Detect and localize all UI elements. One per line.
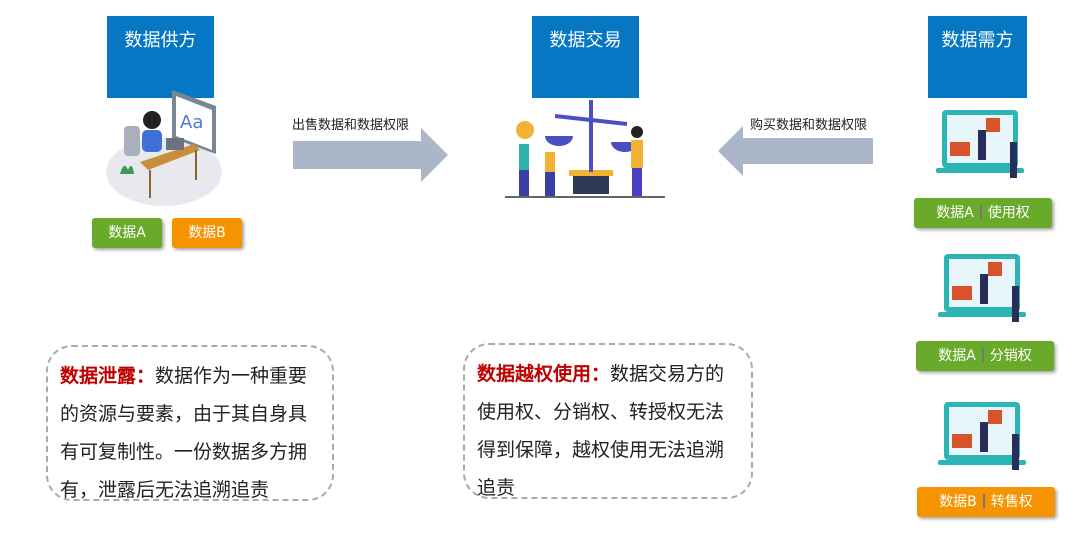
- badge-right: 使用权: [987, 205, 1030, 221]
- separator: [981, 348, 984, 362]
- buy-arrow-icon: [718, 126, 873, 176]
- badge-data: 数据A: [938, 348, 976, 364]
- demander-laptop-illustration-icon: [936, 110, 1024, 178]
- sell-label: 出售数据和数据权限: [292, 118, 410, 133]
- risk-unauthorized-use: 数据越权使用：数据交易方的使用权、分销权、转授权无法得到保障，越权使用无法追溯追…: [463, 343, 753, 499]
- demander-badge-3: 数据B 转售权: [917, 487, 1055, 517]
- supplier-illustration-icon: Aa: [106, 90, 222, 206]
- svg-text:Aa: Aa: [180, 112, 203, 133]
- risk-body: 数据交易方的使用权、分销权、转授权无法得到保障，越权使用无法追溯追责: [477, 363, 725, 499]
- demander-laptop-illustration-icon: [938, 254, 1026, 322]
- risk-title: 数据越权使用：: [477, 363, 611, 385]
- badge-data: 数据B: [939, 494, 977, 510]
- badge-data: 数据A: [936, 205, 974, 221]
- demander-title: 数据需方: [928, 16, 1027, 98]
- badge-right: 分销权: [989, 348, 1032, 364]
- risk-body: 数据作为一种重要的资源与要素，由于其自身具有可复制性。一份数据多方拥有，泄露后无…: [60, 365, 308, 501]
- risk-data-leak: 数据泄露：数据作为一种重要的资源与要素，由于其自身具有可复制性。一份数据多方拥有…: [46, 345, 334, 501]
- risk-title: 数据泄露：: [60, 365, 156, 387]
- demander-laptop-illustration-icon: [938, 402, 1026, 470]
- exchange-scale-illustration-icon: [505, 100, 665, 198]
- exchange-title: 数据交易: [532, 16, 639, 98]
- buy-label: 购买数据和数据权限: [750, 118, 868, 133]
- demander-badge-2: 数据A 分销权: [916, 341, 1054, 371]
- demander-badge-1: 数据A 使用权: [914, 198, 1052, 228]
- separator: [982, 494, 985, 508]
- supplier-title: 数据供方: [107, 16, 214, 98]
- supplier-badge-data-b: 数据B: [172, 218, 242, 248]
- badge-right: 转售权: [990, 494, 1033, 510]
- sell-arrow-icon: [293, 128, 448, 182]
- supplier-badge-data-a: 数据A: [92, 218, 162, 248]
- separator: [979, 205, 982, 219]
